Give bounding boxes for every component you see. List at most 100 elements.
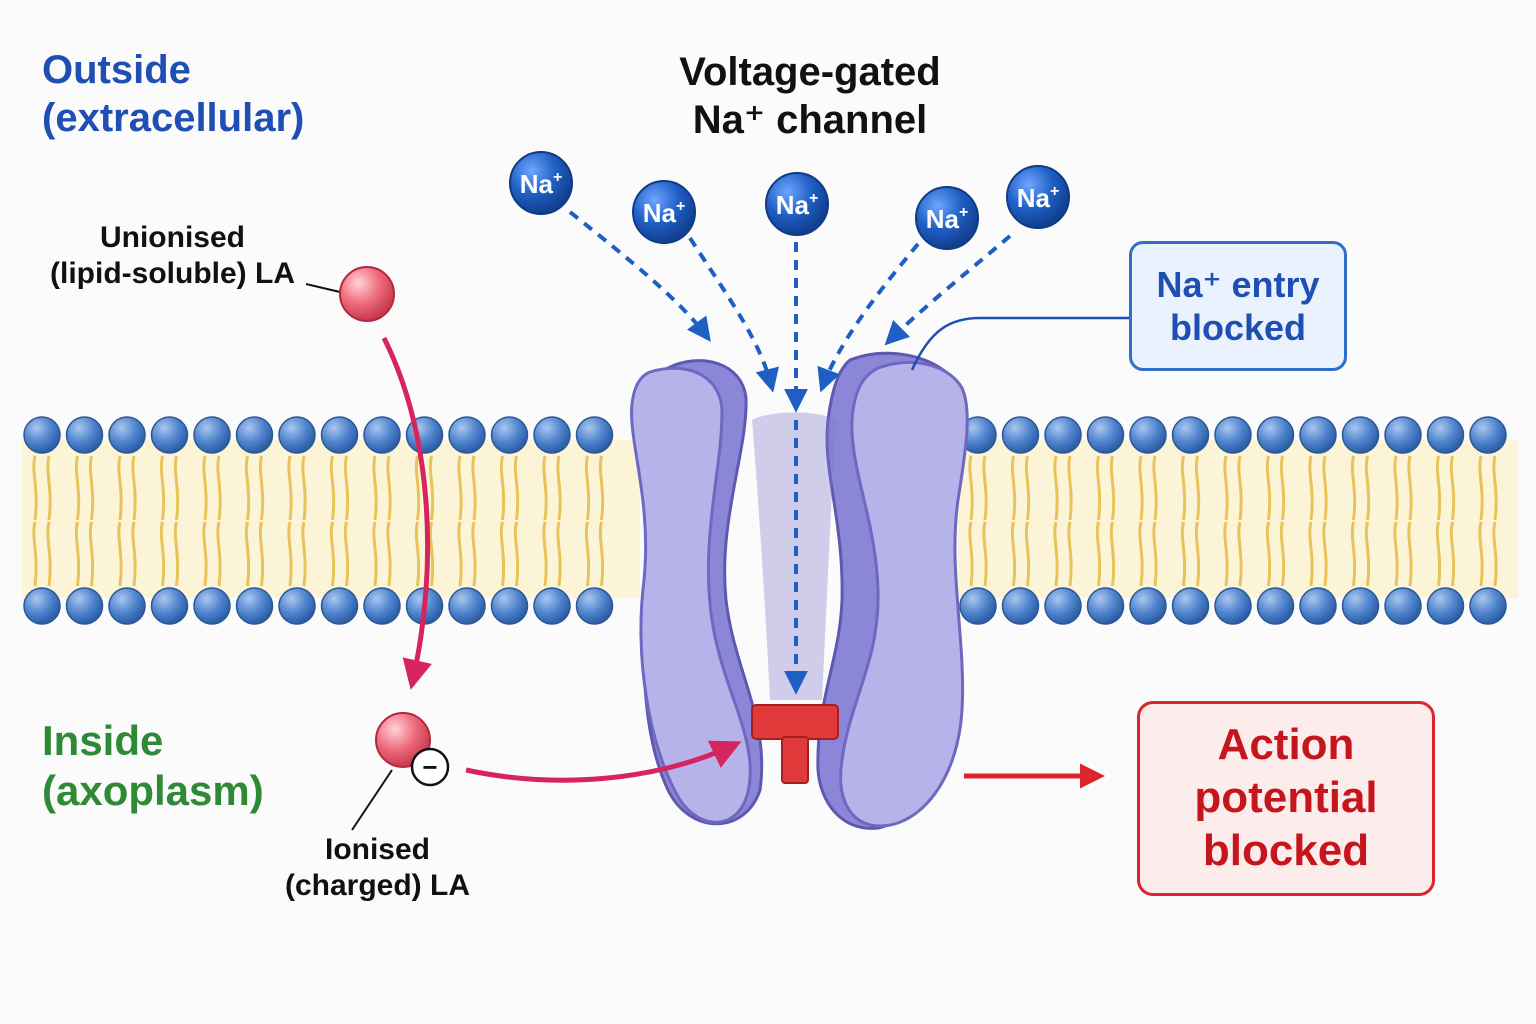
lipid-tail: [301, 455, 307, 521]
lipid-tail: [1067, 521, 1073, 587]
phospholipid-head: [1256, 416, 1295, 454]
phospholipid-heads: [23, 416, 1507, 625]
phospholipid-head: [1214, 587, 1252, 625]
phospholipid-head: [1384, 587, 1422, 625]
lipid-tail: [1152, 455, 1158, 521]
phospholipid-head: [193, 587, 231, 625]
sodium-ion: Na+: [509, 151, 573, 215]
phospholipid-head: [959, 587, 997, 625]
unionised-line1: Unionised: [99, 221, 245, 254]
lipid-tail: [216, 521, 222, 587]
unionised-la-label: Unionised (lipid-soluble) LA: [40, 220, 305, 292]
lipid-tail: [1308, 455, 1314, 521]
lipid-tail: [1237, 455, 1243, 521]
outside-line1: Outside: [42, 48, 191, 92]
action-line2: potential: [1194, 773, 1378, 823]
phospholipid-head: [235, 416, 274, 454]
lipid-tail: [1138, 455, 1144, 521]
lipid-tail: [74, 521, 81, 587]
lipid-tail: [131, 455, 137, 521]
lipid-tail: [301, 521, 307, 587]
lipid-tail: [1492, 521, 1498, 587]
phospholipid-head: [65, 416, 104, 454]
channel-left-subunit: [630, 366, 752, 824]
lipid-tail: [1067, 455, 1073, 521]
lipid-tail: [1024, 521, 1031, 587]
lipid-tail: [1449, 455, 1456, 521]
phospholipid-head: [448, 587, 486, 625]
lipid-tail: [74, 455, 81, 521]
ionised-leader-line: [351, 769, 393, 831]
lipid-tail: [1138, 521, 1144, 587]
svg-text:Na+: Na+: [926, 204, 969, 234]
lipid-tail: [1180, 455, 1187, 521]
phospholipid-head: [1341, 416, 1380, 454]
lipid-tail: [1180, 521, 1187, 587]
lipid-tail: [1053, 455, 1059, 521]
lipid-tail: [1265, 521, 1272, 587]
ionised-line1: Ionised: [324, 833, 430, 866]
phospholipid-head: [363, 587, 401, 625]
lipid-tail: [372, 455, 378, 521]
phospholipid-head: [235, 587, 274, 625]
phospholipid-head: [1129, 587, 1167, 625]
lipid-tail: [598, 455, 605, 521]
lipid-tail: [457, 455, 463, 521]
lipid-tail: [1435, 455, 1442, 521]
lipid-tail: [457, 521, 463, 587]
ionised-la-molecule: −: [351, 712, 450, 831]
na-entry-line2: blocked: [1169, 307, 1307, 348]
lipid-tail: [471, 521, 477, 587]
lipid-tail: [46, 521, 52, 587]
lipid-tail: [542, 455, 548, 521]
lipid-tail: [131, 521, 137, 587]
phospholipid-head: [575, 416, 614, 454]
lipid-tail: [287, 455, 293, 521]
phospholipid-head: [1469, 416, 1507, 454]
phospholipid-head: [1214, 416, 1252, 454]
lipid-tail: [372, 521, 378, 587]
lipid-tails: [32, 455, 1498, 587]
phospholipid-head: [1129, 416, 1167, 454]
phospholipid-head: [108, 416, 146, 454]
lipid-tail: [329, 521, 336, 587]
lipid-tail: [1010, 455, 1017, 521]
lipid-tail: [1478, 455, 1484, 521]
lipid-tail: [1407, 455, 1413, 521]
la-pathway: [381, 336, 742, 783]
phospholipid-head: [150, 587, 189, 625]
channel-blocker: [751, 704, 839, 784]
lipid-tail: [1364, 521, 1371, 587]
phospholipid-head: [1426, 416, 1465, 454]
lipid-tail: [598, 521, 605, 587]
phospholipid-head: [320, 587, 359, 625]
lipid-tail: [88, 455, 95, 521]
lipid-tail: [428, 455, 435, 521]
lipid-tail: [117, 521, 123, 587]
phospholipid-head: [363, 416, 401, 454]
action-potential-blocked-callout: Action potential blocked: [1137, 701, 1435, 896]
lipid-tail: [968, 455, 974, 521]
channel-title-line1: Voltage-gated: [679, 50, 941, 94]
phospholipid-head: [533, 416, 571, 454]
phospholipid-head: [193, 416, 231, 454]
lipid-tail: [32, 455, 38, 521]
inside-region-label: Inside (axoplasm): [42, 716, 264, 817]
lipid-tail: [1364, 455, 1371, 521]
lipid-tail: [1279, 455, 1286, 521]
lipid-tail: [159, 521, 166, 587]
lipid-tail: [584, 521, 591, 587]
lipid-tail: [499, 455, 506, 521]
lipid-tail: [1350, 521, 1357, 587]
lipid-tail: [1223, 521, 1229, 587]
lipid-tail: [343, 455, 350, 521]
lipid-tail: [1194, 521, 1201, 587]
outside-line2: (extracellular): [42, 96, 305, 140]
lipid-tail: [1024, 455, 1031, 521]
sodium-ion: Na+: [765, 172, 829, 236]
charge-symbol: −: [422, 752, 437, 782]
phospholipid-head: [490, 416, 529, 454]
lipid-tail: [428, 521, 435, 587]
lipid-tail: [1350, 455, 1357, 521]
negative-charge-icon: [410, 747, 450, 787]
